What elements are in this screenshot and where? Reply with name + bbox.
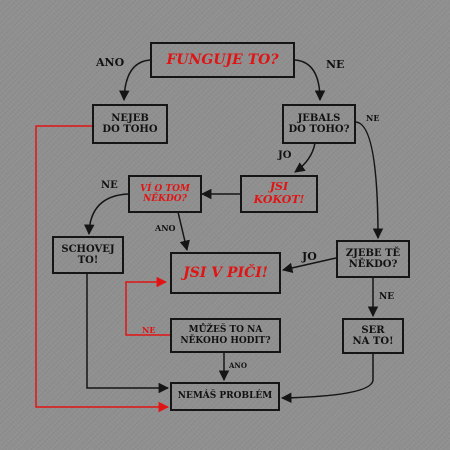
label-ne-jebals: NE — [366, 113, 380, 123]
edge-vi-pici — [177, 211, 190, 252]
node-muzes-to-na-nekoho-hodit: MŮŽEŠ TO NA NĚKOHO HODIT? — [170, 318, 281, 353]
node-ser-na-to: SER NA TO! — [342, 318, 404, 354]
edge-nejeb-nemas — [35, 125, 170, 413]
edge-funguje-nejeb — [119, 59, 151, 102]
edge-jebals-zjebe — [355, 121, 384, 240]
node-nemas-problem: NEMÁŠ PROBLÉM — [170, 382, 280, 411]
label-ano-top: ANO — [96, 56, 125, 69]
node-zjebe-te-nekdo: ZJEBE TĚ NĚKDO? — [336, 240, 410, 278]
label-ne-zjebe: NE — [379, 292, 395, 302]
node-nejeb-do-toho: NEJEB DO TOHO — [92, 104, 168, 144]
node-vi-o-tom-nekdo: VÍ O TOM NĚKDO? — [128, 175, 202, 213]
node-schovej-to: SCHOVEJ TO! — [52, 236, 124, 274]
label-ne-vi: NE — [101, 180, 118, 191]
label-jo-jebals: JO — [278, 150, 292, 161]
node-jsi-v-pici: JSI V PIČI! — [170, 252, 281, 294]
node-jsi-kokot: JSI KOKOT! — [240, 175, 318, 213]
edge-schovej-nemas — [86, 274, 170, 394]
label-ano-vi: ANO — [155, 223, 176, 233]
label-ne-muzes: NE — [142, 325, 156, 335]
edge-funguje-jebals — [294, 59, 326, 102]
edge-muzes-pici-loop — [125, 276, 170, 336]
node-jebals-do-toho: JEBALS DO TOHO? — [282, 104, 356, 144]
edge-jebals-kokot — [294, 142, 316, 173]
edge-ser-nemas — [280, 352, 374, 404]
edge-vi-schovej — [84, 193, 129, 236]
node-funguje-to: FUNGUJE TO? — [150, 42, 295, 78]
label-jo-zjebe: JO — [302, 250, 317, 263]
label-ano-muzes: ANO — [229, 361, 247, 370]
label-ne-top: NE — [326, 58, 345, 71]
edge-zjebe-pici — [281, 257, 337, 274]
